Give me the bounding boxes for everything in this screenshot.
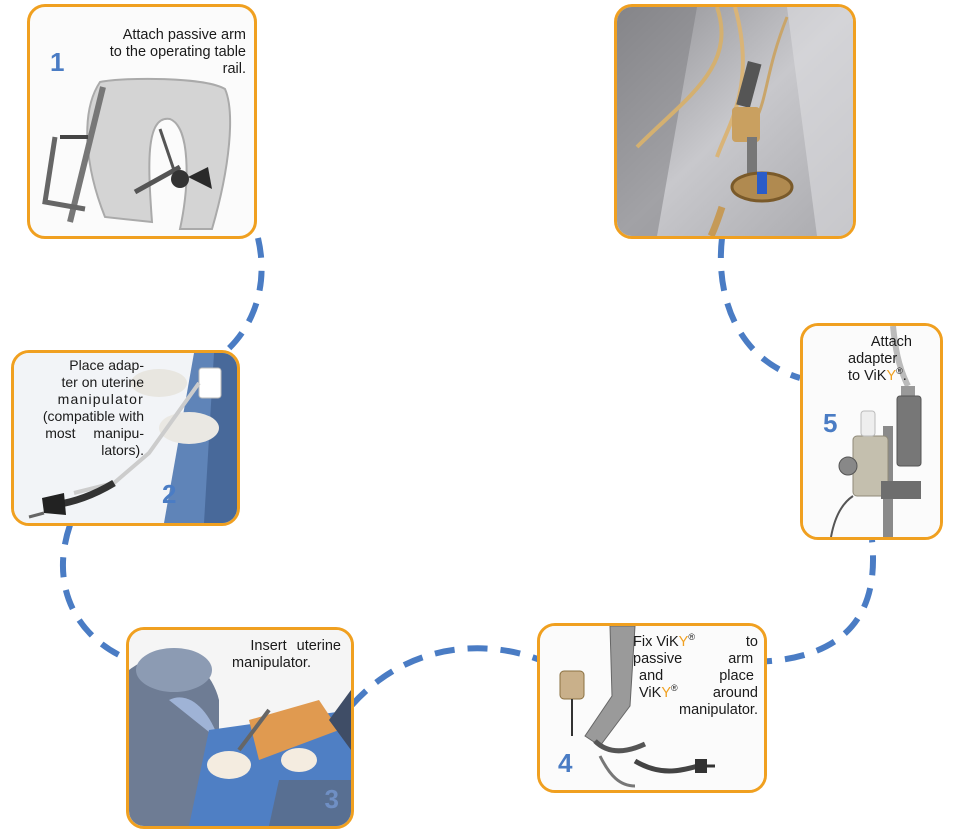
connector-3-4	[349, 645, 542, 707]
step-2-line-6: lators).	[101, 442, 144, 458]
step-5-number: 5	[823, 408, 838, 438]
step-3-text: Insert uterine manipulator.	[191, 638, 341, 672]
step-1-text: Attach passive arm to the operating tabl…	[56, 27, 246, 78]
step-4-viky-y: Y	[678, 634, 689, 650]
step-2-number: 2	[162, 479, 177, 509]
connector-4-5	[751, 539, 876, 665]
step-4-viky-text-2: ViK	[639, 685, 662, 701]
step-5-line-3-end: .	[902, 368, 907, 384]
step-5-line-1: Attach	[870, 334, 912, 350]
step-5-registered-mark: ®	[896, 366, 903, 377]
step-2-line-4: (compatible with	[42, 408, 144, 424]
step-4-number: 4	[558, 748, 573, 778]
fix-viky-illustration	[540, 626, 764, 790]
adapter-on-manipulator-photo	[14, 353, 237, 523]
step-2-text: Place adap- ter on uterine manipulator (…	[26, 357, 144, 459]
step-4-text: Fix ViKY® to passive arm and place ViKY®…	[633, 632, 758, 719]
step-5-card: Attach adapter to ViKY®. 5	[800, 323, 943, 540]
surgical-field-photo	[617, 7, 853, 236]
step-5-text: Attach adapter to ViKY®.	[808, 334, 918, 385]
step-3-line-1: Insert uterine	[250, 638, 341, 654]
surgical-photo-card	[614, 4, 856, 239]
step-4-registered-mark: ®	[688, 632, 695, 643]
connector-top-5	[717, 237, 801, 381]
step-4-card: Fix ViKY® to passive arm and place ViKY®…	[537, 623, 767, 793]
step-4-registered-mark-2: ®	[670, 683, 678, 694]
step-4-line-3: and place	[639, 668, 754, 684]
step-4-line-4: ViKY® around	[633, 683, 758, 702]
step-5-viky-y: Y	[886, 368, 897, 384]
step-2-line-5: most manipu-	[45, 425, 144, 441]
step-4-line-2: passive arm	[633, 651, 754, 667]
step-3-number: 3	[324, 784, 339, 814]
connector-1-2	[222, 237, 265, 355]
step-1-line-2: to the operating table	[109, 44, 246, 60]
step-2-line-1: Place adap-	[69, 357, 144, 373]
step-1-line-1: Attach passive arm	[122, 27, 246, 43]
step-1-line-3: rail.	[222, 61, 246, 77]
step-3-line-2: manipulator.	[232, 655, 311, 671]
step-2-line-2: ter on uterine	[61, 374, 145, 390]
passive-arm-illustration	[42, 77, 232, 230]
step-1-number: 1	[50, 47, 65, 77]
step-4-viky-text: Fix ViK	[633, 634, 679, 650]
step-2-card: Place adap- ter on uterine manipulator (…	[11, 350, 240, 526]
connector-2-3	[59, 524, 132, 663]
step-4-line-1-end: to	[745, 634, 758, 650]
step-4-viky-y-2: Y	[661, 685, 671, 701]
step-2-line-3: manipulator	[57, 391, 144, 407]
step-5-line-2: adapter	[848, 351, 898, 367]
step-3-card: Insert uterine manipulator. 3	[126, 627, 354, 829]
attach-adapter-photo	[803, 326, 940, 537]
step-1-card: 1 Attach passive arm to the operating ta…	[27, 4, 257, 239]
step-4-line-4-end: around	[712, 685, 758, 701]
step-4-line-1: Fix ViKY® to	[633, 632, 758, 651]
step-5-viky-text: to ViK	[848, 368, 887, 384]
step-5-line-3: to ViKY®.	[808, 366, 918, 385]
step-4-line-5: manipulator.	[679, 702, 758, 718]
insert-manipulator-photo	[129, 630, 351, 826]
